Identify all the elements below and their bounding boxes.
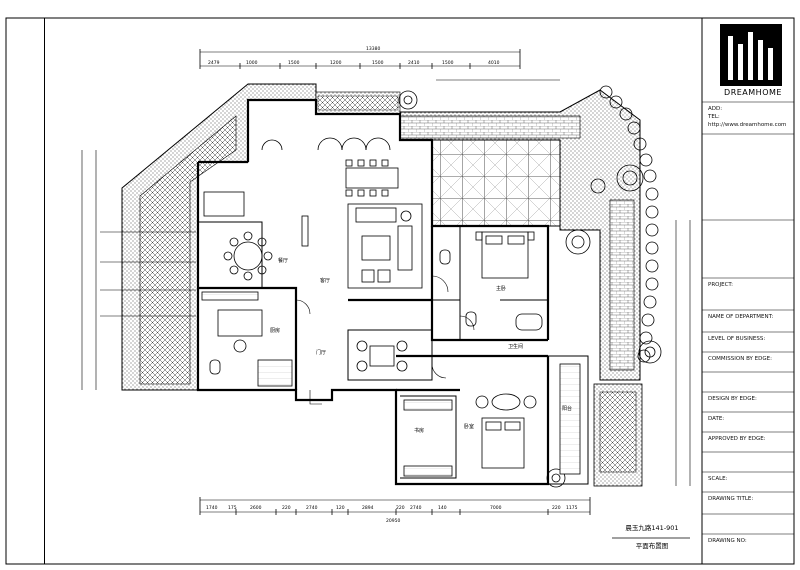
left-terrace-paving <box>139 115 237 385</box>
room-label-balcony: 阳台 <box>562 405 572 412</box>
bottom-dimension-9: 140 <box>438 505 447 511</box>
tb-level-label: LEVEL OF BUSINESS: <box>708 336 766 342</box>
tb-project-label: PROJECT: <box>708 282 734 288</box>
top-dimension-5: 2410 <box>408 60 420 66</box>
tb-date-label: DATE: <box>708 416 725 422</box>
bottom-dimension-1: 175 <box>228 505 237 511</box>
binding-line <box>44 18 45 564</box>
room-label-living: 客厅 <box>320 277 330 284</box>
dreamhome-logo <box>720 24 782 86</box>
room-label-bathroom: 卫生间 <box>508 343 523 350</box>
bottom-dimension-4: 2740 <box>306 505 318 511</box>
room-label-study: 书房 <box>414 427 424 434</box>
right-garden-brick <box>609 199 635 371</box>
room-label-dining: 餐厅 <box>278 257 288 264</box>
dimension-ticks <box>199 49 591 515</box>
room-label-bedroom: 卧室 <box>464 423 474 430</box>
project-name: 晨玉九路141-901 <box>625 524 679 532</box>
tb-commission-label: COMMISSION BY EDGE: <box>708 356 772 362</box>
bottom-dimension-0: 1740 <box>206 505 218 511</box>
top-dimension-2: 1500 <box>288 60 300 66</box>
room-label-master-bedroom: 主卧 <box>496 285 506 292</box>
tb-address-label: ADD: <box>708 106 723 112</box>
drawing-name: 平面布置图 <box>635 542 669 550</box>
top-dimension-0: 2479 <box>208 60 220 66</box>
brand-name: DREAMHOME <box>724 88 782 97</box>
bottom-dimension-6: 2894 <box>362 505 374 511</box>
top-total-dimension: 13380 <box>366 46 380 52</box>
bottom-dimension-11: 220 <box>552 505 561 511</box>
grid-deck <box>431 139 561 227</box>
sheet-border <box>5 17 795 565</box>
window-arches <box>261 137 391 151</box>
tb-approved-label: APPROVED BY EDGE: <box>708 436 766 442</box>
bottom-dimension-7: 220 <box>396 505 405 511</box>
top-dimension-6: 1500 <box>442 60 454 66</box>
tb-phone-label: TEL: <box>708 114 720 120</box>
bottom-total-dimension: 20950 <box>386 518 400 524</box>
bottom-dimension-3: 220 <box>282 505 291 511</box>
top-dimension-7: 4010 <box>488 60 500 66</box>
top-dimension-4: 1500 <box>372 60 384 66</box>
tb-design-label: DESIGN BY EDGE: <box>708 396 757 402</box>
furniture <box>201 159 581 477</box>
tb-drawing-title-label: DRAWING TITLE: <box>708 496 754 502</box>
title-block-rules <box>702 101 794 535</box>
room-label-entrance: 门厅 <box>316 349 326 356</box>
tb-web-link[interactable]: http://www.dreamhome.com <box>708 122 787 128</box>
tb-scale-label: SCALE: <box>708 476 728 482</box>
shrub-border <box>599 85 659 363</box>
tb-department-label: NAME OF DEPARTMENT: <box>708 314 774 320</box>
bottom-dimension-5: 120 <box>336 505 345 511</box>
bottom-dimension-10: 7000 <box>490 505 502 511</box>
bottom-dimension-2: 2600 <box>250 505 262 511</box>
bars-logo-icon <box>728 32 773 80</box>
room-label-kitchen: 厨房 <box>270 327 280 334</box>
tb-drawing-no-label: DRAWING NO: <box>708 538 747 544</box>
door-swings <box>295 275 475 405</box>
bottom-dimension-8: 2740 <box>410 505 422 511</box>
top-dimension-3: 1200 <box>330 60 342 66</box>
inner-partitions <box>198 221 589 485</box>
right-terrace-brick <box>399 115 581 139</box>
bottom-dimension-12: 1175 <box>566 505 578 511</box>
top-dimension-1: 1000 <box>246 60 258 66</box>
top-terrace-pool <box>317 95 399 111</box>
